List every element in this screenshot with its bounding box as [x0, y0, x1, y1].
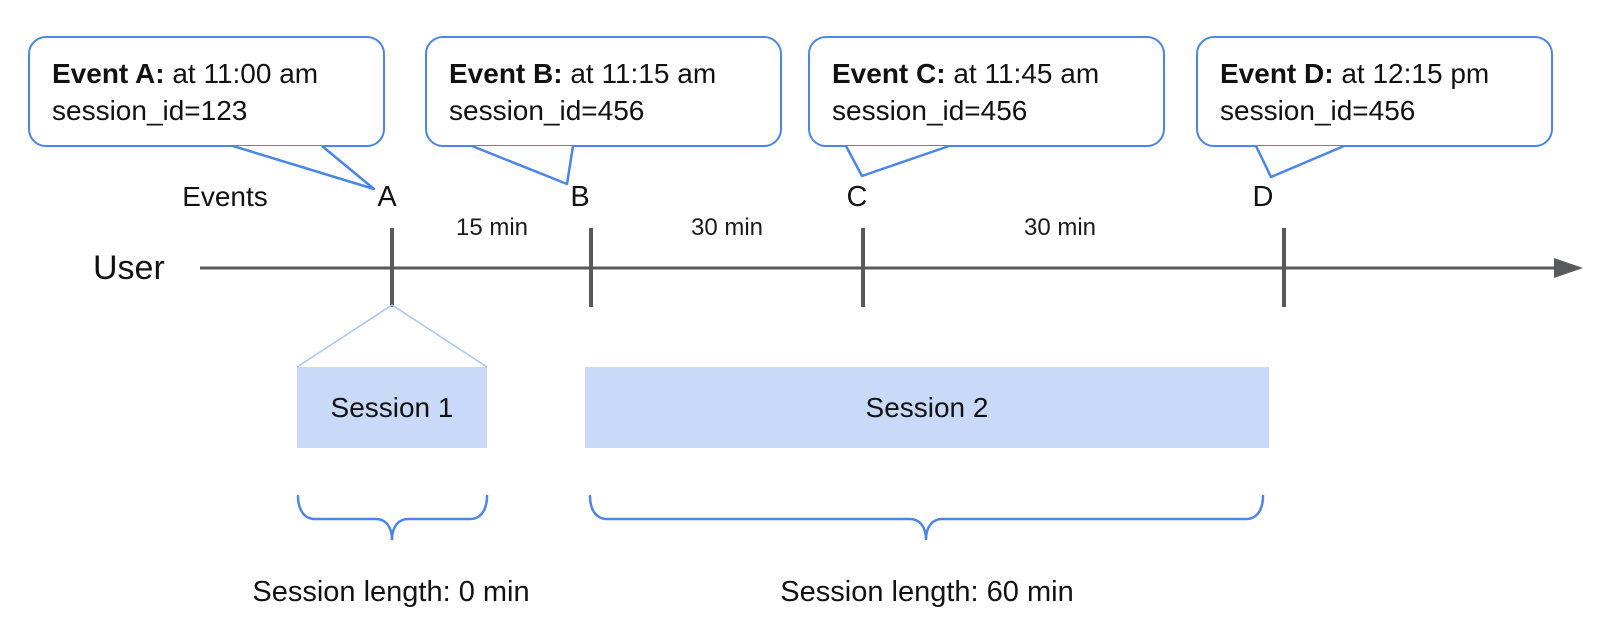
event-a-time: at 11:00 am — [164, 58, 319, 89]
event-a-title: Event A: — [52, 58, 165, 89]
interval-b-c: 30 min — [690, 214, 764, 241]
event-b-title: Event B: — [449, 58, 563, 89]
session-2-bar: Session 2 — [585, 367, 1269, 448]
event-bubble-a: Event A: at 11:00 am session_id=123 — [28, 36, 385, 147]
session-1-fan-right — [391, 304, 488, 368]
interval-a-b: 15 min — [455, 214, 529, 241]
event-bubble-c: Event C: at 11:45 am session_id=456 — [808, 36, 1165, 147]
event-d-session-id: session_id=456 — [1220, 95, 1416, 126]
event-b-session-id: session_id=456 — [449, 95, 645, 126]
event-d-title: Event D: — [1220, 58, 1334, 89]
event-marker-a: A — [377, 181, 397, 213]
event-c-time: at 11:45 am — [945, 58, 1100, 89]
bubble-b-tail — [471, 144, 575, 186]
user-axis-label: User — [93, 249, 165, 287]
event-bubble-b: Event B: at 11:15 am session_id=456 — [425, 36, 782, 147]
session-1-bar: Session 1 — [297, 367, 487, 448]
event-marker-d: D — [1252, 181, 1274, 213]
session-1-length-label: Session length: 0 min — [252, 576, 530, 608]
session-2-label: Session 2 — [865, 392, 989, 423]
event-c-title: Event C: — [832, 58, 946, 89]
event-a-session-id: session_id=123 — [52, 95, 248, 126]
session-1-label: Session 1 — [330, 392, 454, 423]
event-b-line1: Event B: at 11:15 am — [449, 55, 760, 92]
event-b-time: at 11:15 am — [562, 58, 717, 89]
event-d-line1: Event D: at 12:15 pm — [1220, 55, 1531, 92]
session-2-length-label: Session length: 60 min — [780, 576, 1074, 608]
event-marker-b: B — [570, 181, 590, 213]
events-axis-label: Events — [182, 181, 268, 212]
event-a-line1: Event A: at 11:00 am — [52, 55, 363, 92]
event-c-session-id: session_id=456 — [832, 95, 1028, 126]
event-bubble-d: Event D: at 12:15 pm session_id=456 — [1196, 36, 1553, 147]
event-c-line1: Event C: at 11:45 am — [832, 55, 1143, 92]
timeline-arrowhead-icon — [1554, 258, 1583, 278]
bubble-d-tail — [1254, 144, 1345, 179]
session-2-brace — [588, 494, 1265, 541]
session-1-brace — [296, 494, 489, 541]
event-d-time: at 12:15 pm — [1333, 58, 1490, 89]
bubble-c-tail — [844, 144, 950, 178]
session-1-fan-left — [296, 304, 393, 368]
event-marker-c: C — [846, 181, 868, 213]
interval-c-d: 30 min — [1023, 214, 1097, 241]
